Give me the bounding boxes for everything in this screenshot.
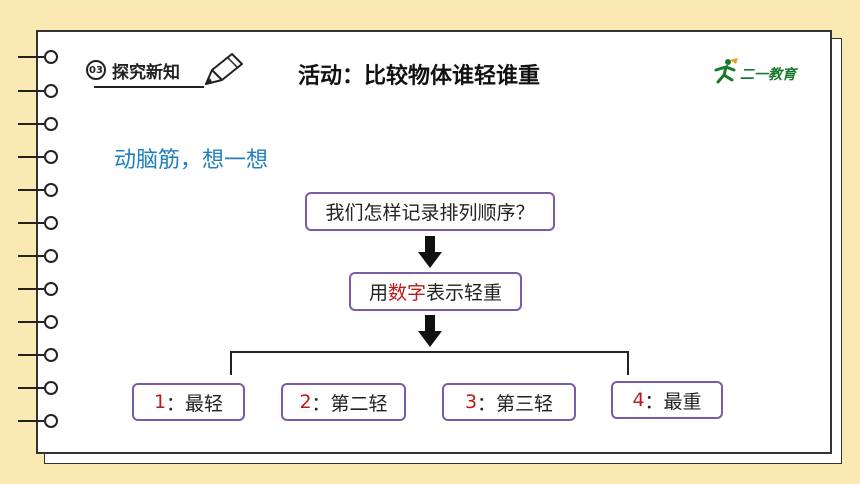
- binding-ring-icon: [18, 50, 58, 64]
- order-item: 2：第二轻: [281, 383, 406, 421]
- binding-ring-icon: [18, 249, 58, 263]
- binding-ring-icon: [18, 381, 58, 395]
- down-arrow-icon: [418, 236, 442, 268]
- binding-ring-icon: [18, 84, 58, 98]
- order-item: 1：最轻: [132, 383, 245, 421]
- order-number: 2: [299, 391, 312, 413]
- logo-text: 二一教育: [740, 67, 796, 83]
- page-title: 活动：比较物体谁轻谁重: [298, 64, 541, 89]
- binding-ring-icon: [18, 282, 58, 296]
- answer-prefix: 用: [368, 282, 388, 304]
- answer-highlight: 数字: [387, 282, 426, 304]
- binding-ring-icon: [18, 150, 58, 164]
- binding-ring-icon: [18, 216, 58, 230]
- order-number: 1: [153, 391, 167, 413]
- branch-bracket: [230, 351, 629, 375]
- logo-runner-icon: [714, 58, 738, 84]
- prompt-text: 动脑筋，想一想: [114, 148, 269, 173]
- answer-box: 用数字表示轻重: [349, 272, 522, 311]
- order-label: ：第二轻: [311, 392, 388, 415]
- order-number: 3: [464, 391, 478, 413]
- order-item: 3：第三轻: [442, 383, 576, 421]
- binding-ring-icon: [18, 183, 58, 197]
- order-label: ：最重: [644, 390, 702, 413]
- section-underline: [94, 86, 204, 88]
- order-number: 4: [632, 389, 645, 411]
- pencil-icon: [205, 53, 243, 85]
- order-label: ：第三轻: [477, 392, 554, 415]
- question-box: 我们怎样记录排列顺序？: [305, 192, 555, 231]
- binding-ring-icon: [18, 414, 58, 428]
- question-text: 我们怎样记录排列顺序？: [325, 202, 535, 224]
- answer-suffix: 表示轻重: [426, 282, 503, 304]
- down-arrow-icon: [418, 315, 442, 347]
- section-number-badge: 03: [86, 60, 106, 80]
- binding-ring-icon: [18, 348, 58, 362]
- binding-ring-icon: [18, 315, 58, 329]
- order-label: ：最轻: [166, 392, 224, 415]
- order-item: 4：最重: [611, 381, 723, 419]
- section-label: 探究新知: [112, 63, 180, 83]
- binding-ring-icon: [18, 117, 58, 131]
